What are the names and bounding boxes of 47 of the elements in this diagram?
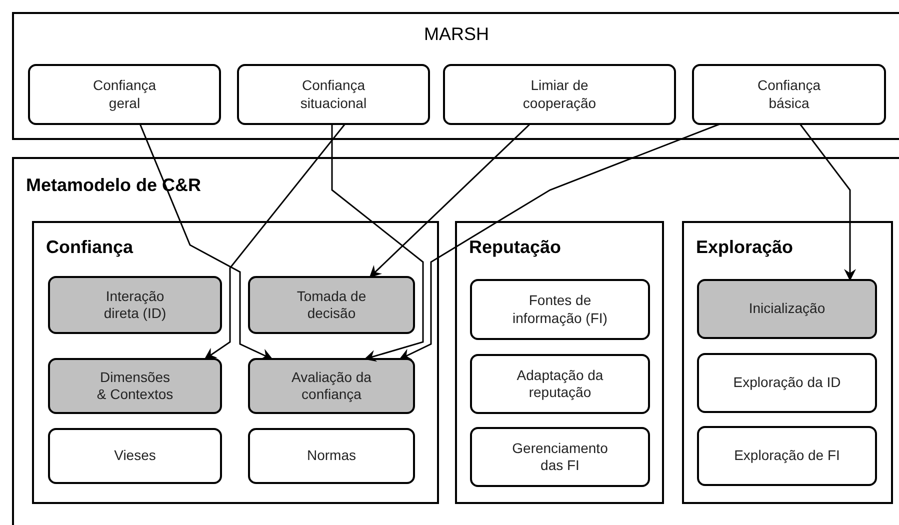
component-box [470, 279, 650, 340]
highlighted-component-box [697, 279, 877, 339]
group-frame [682, 221, 893, 504]
component-box [237, 64, 430, 125]
component-box [443, 64, 676, 125]
component-label: Confiança geral [92, 77, 158, 112]
component-label: Avaliação da confiança [290, 368, 372, 404]
component-box [697, 353, 877, 413]
group-frame [32, 221, 439, 504]
component-label: Exploração da ID [733, 374, 841, 392]
group-title: MARSH [422, 24, 490, 45]
group-title: Exploração [696, 237, 794, 258]
component-label: Fontes de informação (FI) [512, 292, 608, 327]
arrow [369, 123, 531, 278]
highlighted-component-box [48, 358, 222, 414]
component-box [470, 427, 650, 487]
component-label: Adaptação da reputação [516, 366, 604, 402]
component-label: Confiança situacional [299, 77, 368, 112]
component-box [470, 354, 650, 414]
arrow [331, 124, 424, 362]
group-frame [455, 221, 664, 504]
group-title: Reputação [469, 237, 562, 258]
component-box [692, 64, 886, 125]
component-label: Gerenciamento das FI [511, 440, 609, 474]
group-frame [12, 12, 899, 140]
group-frame [12, 157, 899, 525]
group-title: Confiança [46, 237, 134, 258]
component-label: Vieses [114, 447, 156, 465]
component-label: Dimensões & Contextos [96, 368, 174, 404]
highlighted-component-box [248, 358, 415, 414]
component-label: Interação direta (ID) [102, 288, 168, 322]
component-box [697, 426, 877, 486]
component-label: Inicialização [748, 300, 826, 318]
component-box [48, 428, 222, 484]
component-label: Tomada de decisão [296, 288, 368, 322]
component-box [28, 64, 221, 125]
component-label: Exploração de FI [734, 447, 840, 465]
component-label: Confiança básica [756, 77, 822, 112]
arrow [399, 123, 720, 360]
arrow [799, 124, 856, 281]
highlighted-component-box [248, 276, 415, 334]
arrow [204, 124, 346, 360]
component-label: Limiar de cooperação [522, 77, 598, 112]
component-label: Normas [306, 447, 356, 465]
arrow [139, 124, 273, 360]
component-box [248, 428, 415, 484]
highlighted-component-box [48, 276, 222, 334]
